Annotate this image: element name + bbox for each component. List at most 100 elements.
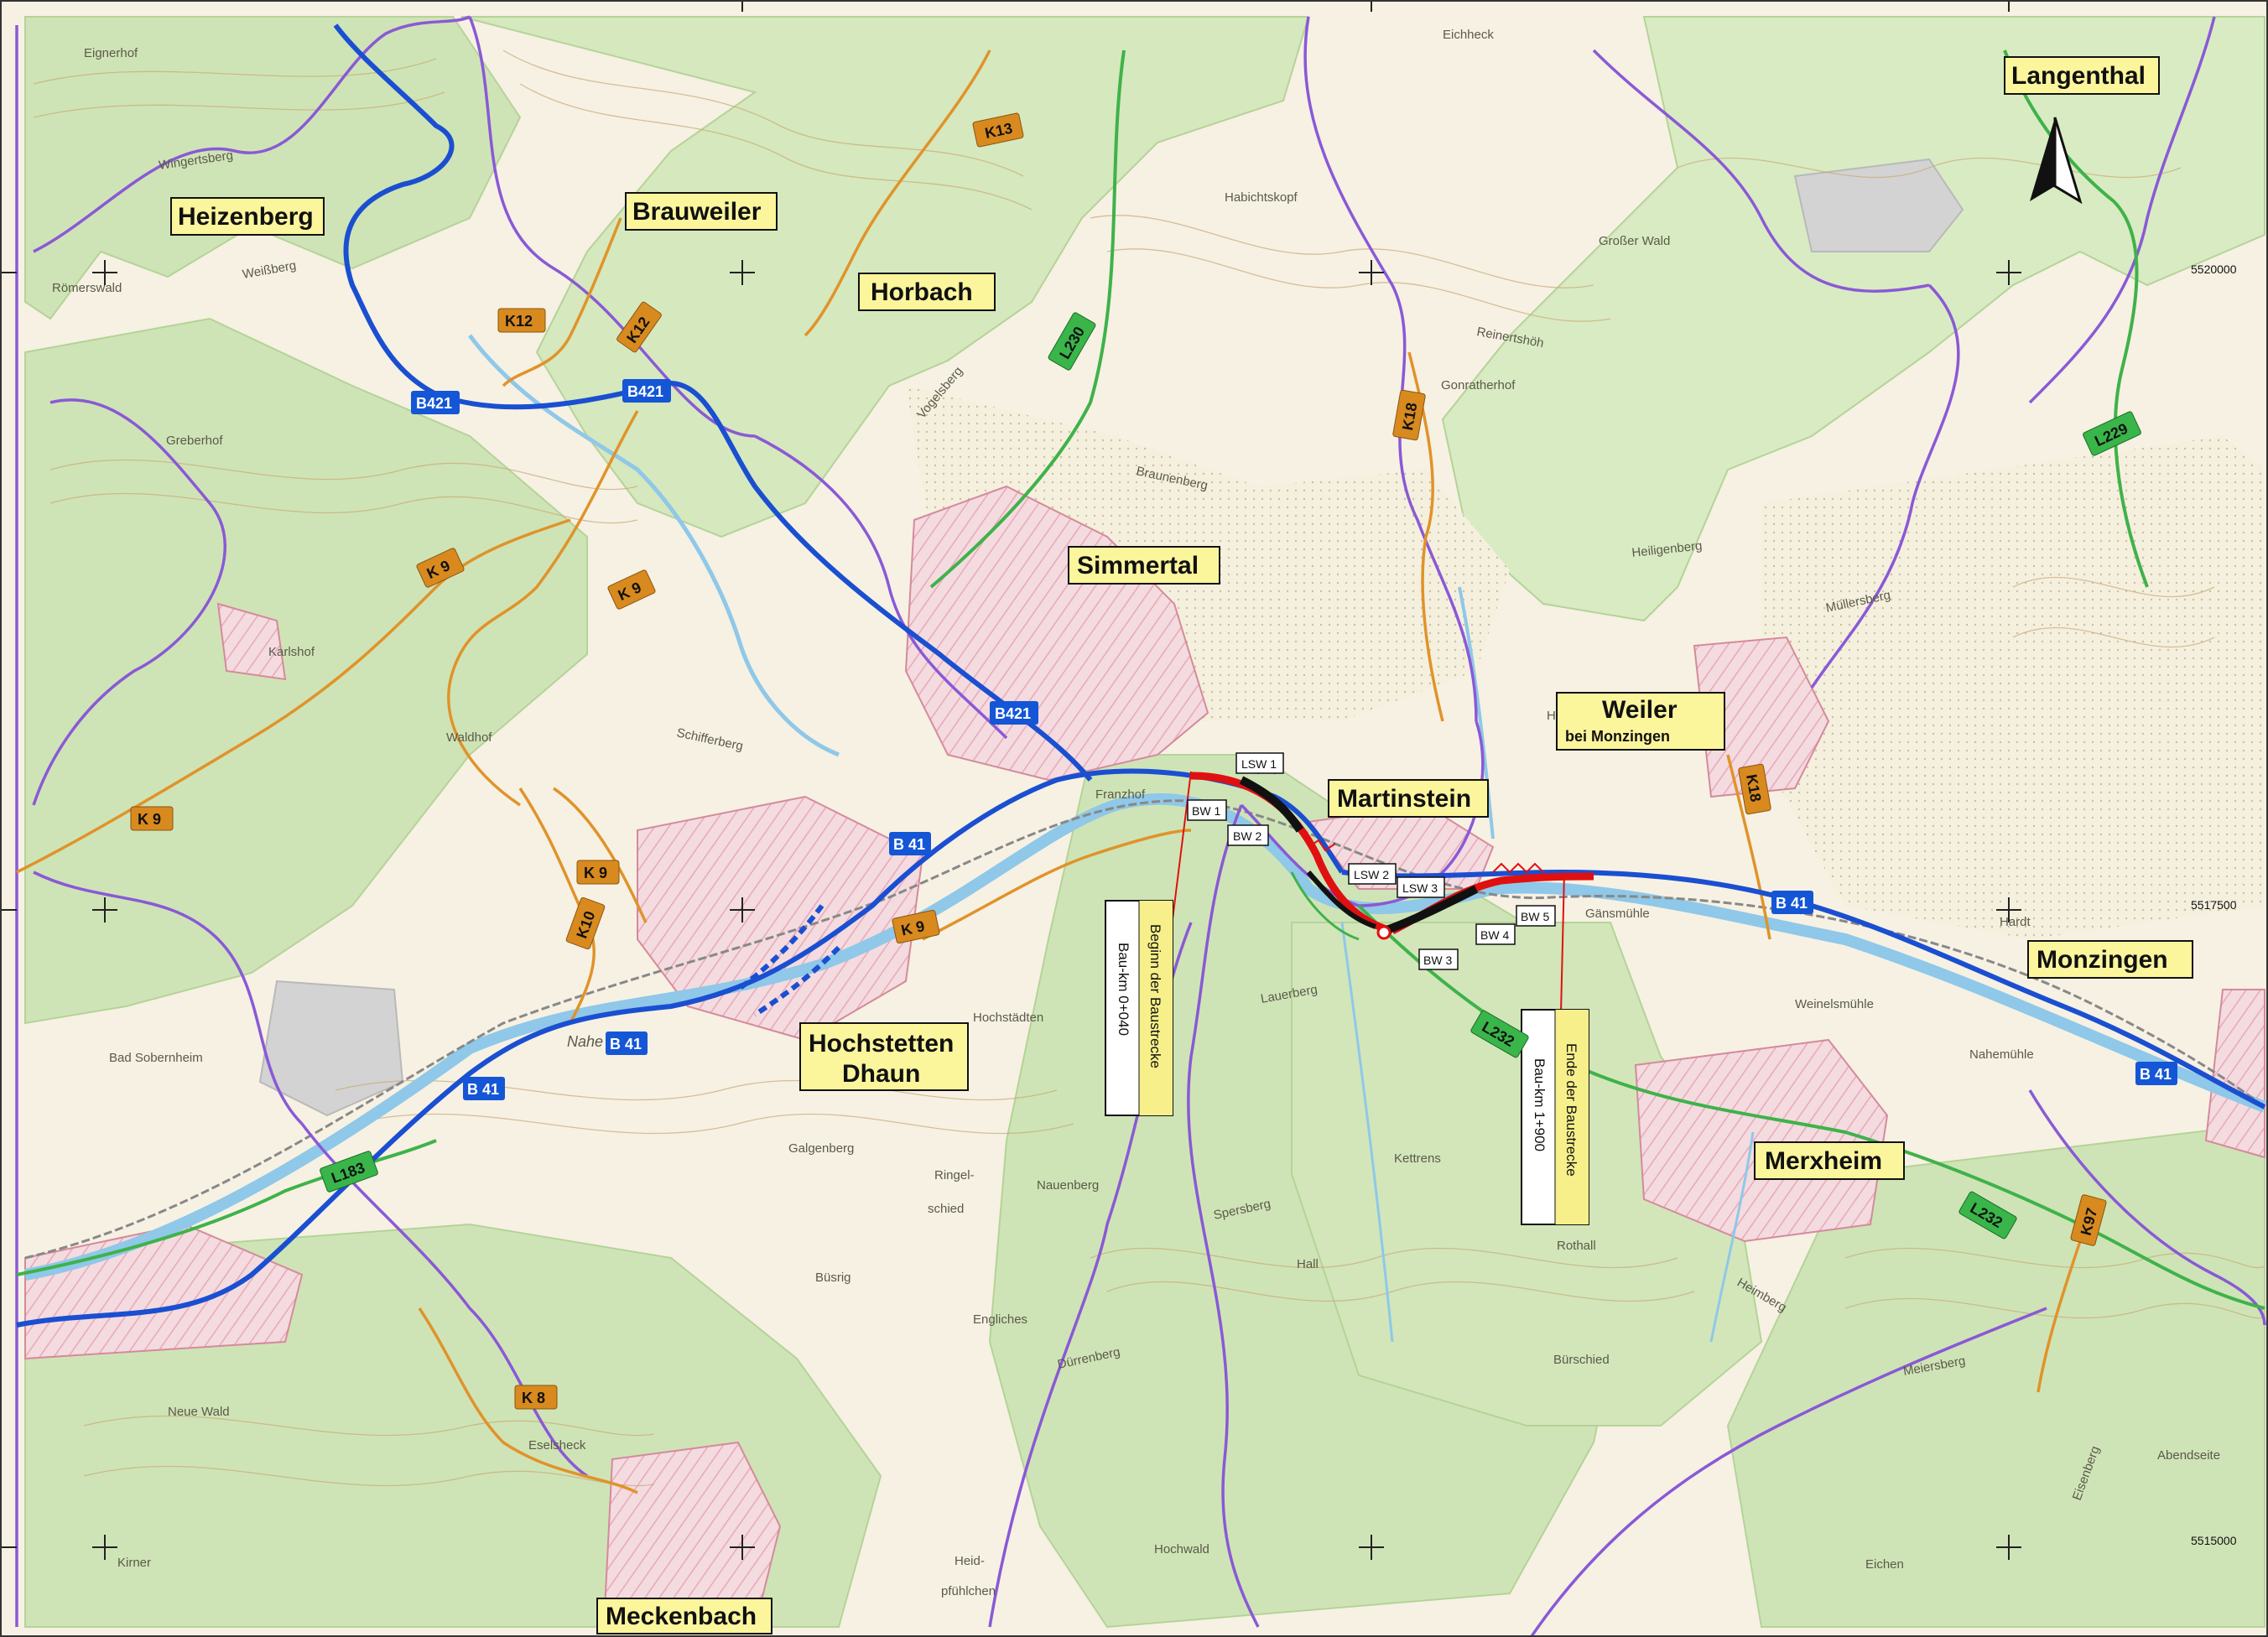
svg-text:Monzingen: Monzingen [2037,946,2168,974]
svg-text:BW 2: BW 2 [1233,829,1261,843]
shield-k9-e: K 9 [892,909,940,944]
svg-text:B 41: B 41 [893,836,925,853]
place-hochwald: Hochwald [1154,1542,1209,1556]
north-arrow-icon [2030,117,2083,205]
road-shields: B421 B421 B421 B 41 B 41 B 41 B 41 B 41 … [130,112,2177,1410]
svg-text:B 41: B 41 [467,1081,499,1098]
svg-text:Brauweiler: Brauweiler [632,198,762,226]
lsw2-label: LSW 2 [1348,863,1397,885]
svg-text:K12: K12 [505,313,533,330]
place-grosser-wald: Großer Wald [1599,234,1670,248]
shield-b421-a: B421 [411,391,460,414]
place-bad-sobernheim: Bad Sobernheim [109,1051,203,1065]
town-monzingen: Monzingen [2027,940,2193,979]
shield-b41-e: B 41 [2135,1062,2177,1085]
svg-text:K 9: K 9 [138,811,161,828]
svg-text:BW 4: BW 4 [1480,928,1509,942]
place-abendseite: Abendseite [2157,1448,2220,1463]
svg-text:Hochstetten: Hochstetten [809,1030,954,1058]
place-nahe: Nahe [567,1033,603,1050]
svg-text:B421: B421 [627,383,663,400]
railway-line [24,799,2265,1260]
settlements [24,485,2265,1628]
bw5-label: BW 5 [1516,905,1556,927]
start-station-line1: Beginn der Baustrecke [1147,924,1163,1068]
shield-l232-b: L232 [1958,1191,2017,1239]
end-station-line1: Ende der Baustrecke [1563,1043,1579,1177]
shield-k13: K13 [972,112,1024,148]
town-merxheim: Merxheim [1754,1141,1905,1180]
svg-text:Meckenbach: Meckenbach [606,1603,757,1630]
place-pfuehlchen: pfühlchen [941,1584,996,1598]
svg-text:LSW 1: LSW 1 [1241,757,1277,771]
svg-text:BW 5: BW 5 [1521,910,1549,923]
shield-b41-b: B 41 [606,1032,648,1055]
quarry-areas [258,158,1964,1117]
construction-section [1190,763,1594,941]
bw1-label: BW 1 [1187,799,1227,821]
town-simmertal: Simmertal [1068,546,1220,585]
grid-coord-north-2: 5517500 [2191,898,2237,912]
place-gonratherhof: Gonratherhof [1441,378,1516,392]
place-galgenberg: Galgenberg [788,1141,854,1156]
svg-text:B 41: B 41 [610,1036,642,1052]
end-station-sign: Ende der Baustrecke Bau-km 1+900 [1521,1009,1589,1225]
shield-k8: K 8 [514,1385,558,1410]
shield-k18-a: K18 [1392,389,1426,441]
place-rothall: Rothall [1557,1239,1596,1253]
svg-text:BW 3: BW 3 [1423,954,1452,967]
grid-crosses [92,260,2021,1560]
shield-b41-c: B 41 [463,1077,505,1100]
place-karlshof: Karlshof [268,645,315,659]
structure-labels: LSW 1 LSW 2 LSW 3 BW 1 BW 2 BW 3 BW 4 BW… [1187,752,1556,970]
bw4-label: BW 4 [1475,923,1516,945]
svg-text:Langenthal: Langenthal [2011,62,2146,90]
svg-text:Dhaun: Dhaun [842,1060,920,1088]
svg-text:B 41: B 41 [2140,1066,2172,1083]
place-waldhof: Waldhof [446,730,492,745]
shield-b421-b: B421 [622,379,671,403]
place-nahemuehle: Nahemühle [1969,1047,2034,1062]
grid-coord-north-1: 5520000 [2191,262,2237,276]
place-gaensmuehle: Gänsmühle [1585,907,1650,921]
shield-k9-a: K 9 [416,548,465,588]
svg-text:Simmertal: Simmertal [1077,552,1199,579]
shield-b41-a: B 41 [889,832,931,855]
place-eselsheck: Eselsheck [528,1438,586,1453]
frame-ticks [0,0,2010,1548]
place-roemerswald: Römerswald [52,281,122,295]
place-eichheck: Eichheck [1443,28,1494,42]
place-franzhof: Franzhof [1095,787,1146,802]
shield-k97: K97 [2070,1194,2107,1246]
shield-k10: K10 [565,896,606,950]
place-buerschied: Bürschied [1553,1353,1610,1367]
svg-text:bei Monzingen: bei Monzingen [1565,728,1670,745]
construction-node [1376,925,1391,940]
place-hall: Hall [1297,1257,1319,1271]
contour-lines [33,49,2265,1487]
bw2-label: BW 2 [1227,824,1269,846]
place-habichtskopf: Habichtskopf [1225,190,1298,205]
end-station-line2: Bau-km 1+900 [1532,1058,1548,1151]
place-kirner: Kirner [117,1556,151,1570]
town-langenthal: Langenthal [2004,56,2160,95]
svg-text:Weiler: Weiler [1602,696,1678,724]
place-buesrig: Büsrig [815,1271,851,1285]
svg-text:BW 1: BW 1 [1192,804,1220,818]
shield-k9-c: K 9 [130,806,174,831]
town-brauweiler: Brauweiler [625,192,778,231]
place-neue-wald: Neue Wald [168,1405,230,1419]
shield-k12-a: K12 [497,308,546,333]
place-greberhof: Greberhof [166,434,223,448]
place-eignerhof: Eignerhof [84,46,138,60]
svg-text:K 9: K 9 [584,865,607,881]
town-weiler: Weiler bei Monzingen [1556,692,1725,751]
town-martinstein: Martinstein [1328,779,1489,818]
start-station-sign: Beginn der Baustrecke Bau-km 0+040 [1105,900,1173,1116]
shield-k18-b: K18 [1738,763,1771,815]
svg-text:LSW 2: LSW 2 [1354,868,1389,881]
town-heizenberg: Heizenberg [170,197,325,236]
shield-k9-d: K 9 [576,860,620,885]
